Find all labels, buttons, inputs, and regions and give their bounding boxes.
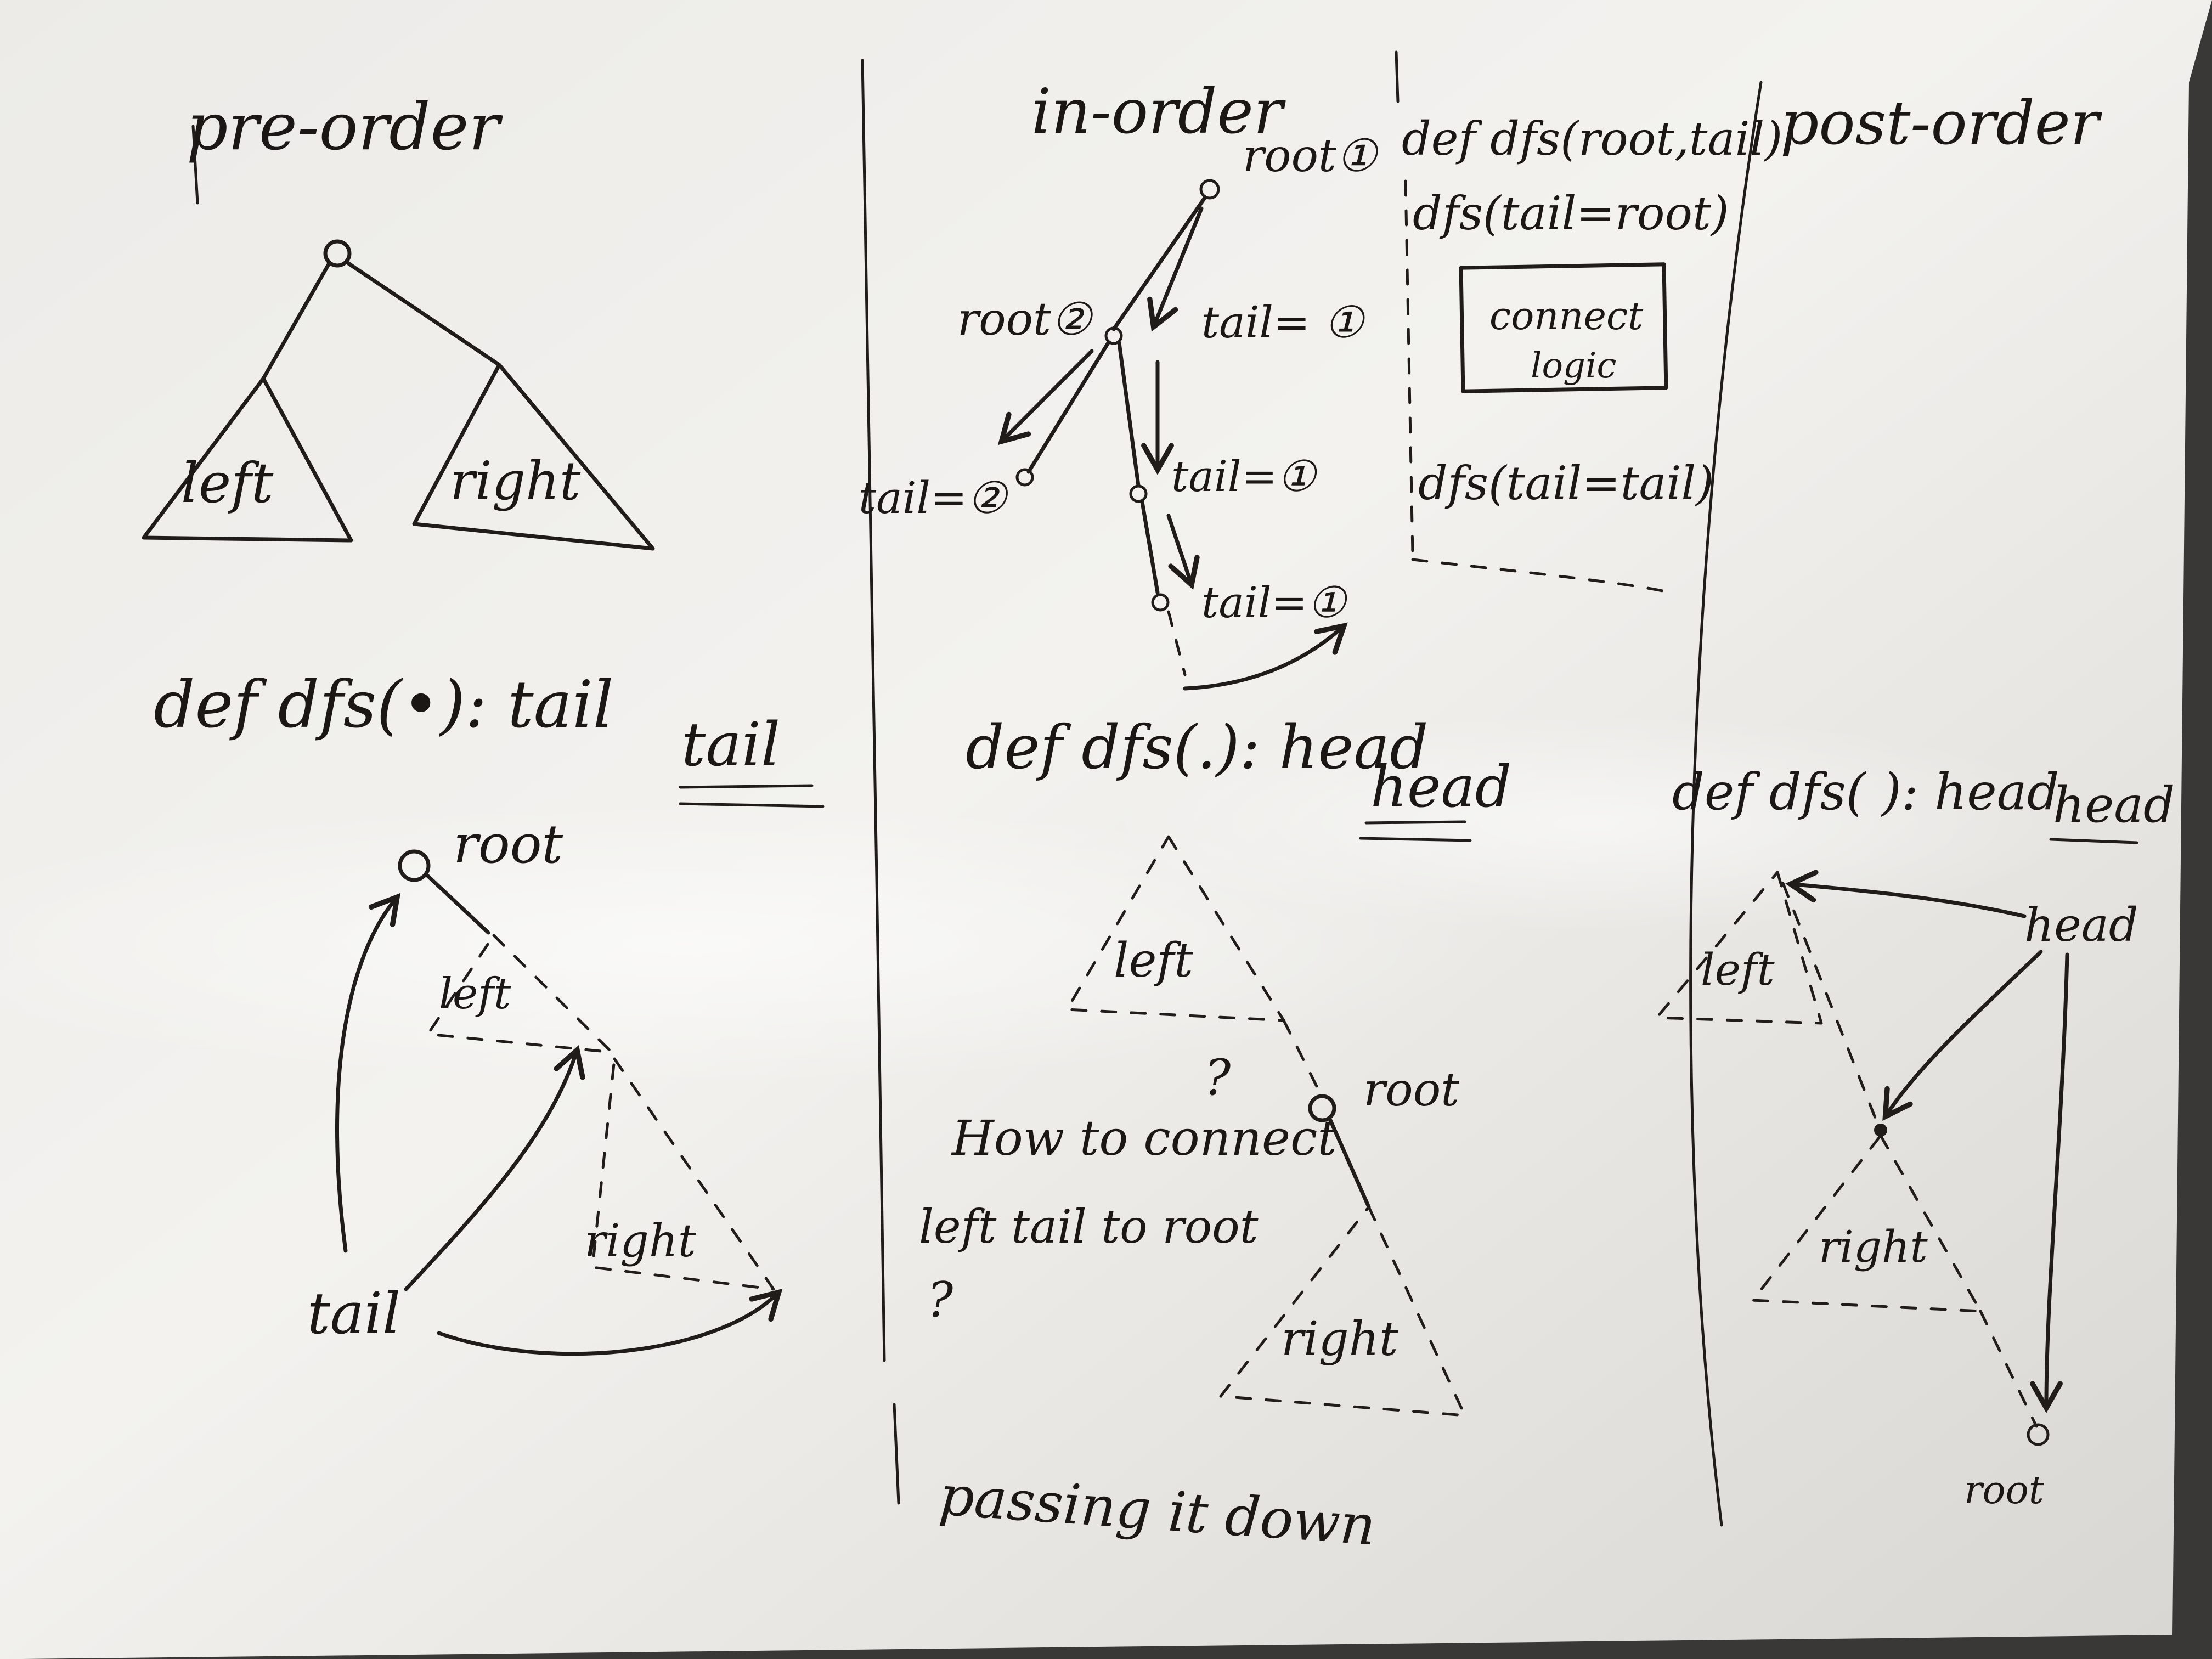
inorder-signature: def dfs(.): head bbox=[966, 712, 1429, 782]
postorder-left-dashed bbox=[1655, 871, 1823, 1025]
tree-root-node bbox=[323, 239, 352, 268]
inorder-underline-2 bbox=[1359, 837, 1472, 842]
inorder-sub-left: left bbox=[1114, 933, 1193, 988]
right-subtree-dashed bbox=[591, 1057, 775, 1291]
code-line2: dfs(tail=root) bbox=[1413, 187, 1729, 240]
edge-root1-root2 bbox=[1111, 196, 1206, 331]
postorder-mid-node bbox=[1874, 1124, 1887, 1137]
return-underline-1 bbox=[679, 784, 814, 789]
postorder-right-dashed bbox=[1751, 1134, 1982, 1313]
inorder-question: ? bbox=[1204, 1049, 1231, 1107]
preorder-sub-left: left bbox=[439, 969, 511, 1019]
glare bbox=[1097, 713, 2085, 933]
root-node bbox=[398, 849, 431, 882]
preorder-return-word: tail bbox=[681, 709, 780, 780]
divider-line-left bbox=[861, 59, 886, 1362]
inorder-tail-eq-2: tail=② bbox=[859, 472, 1009, 523]
postorder-return-word: head bbox=[2053, 776, 2175, 834]
tail-arrow-to-right bbox=[437, 1289, 783, 1356]
left-to-root-dashed bbox=[1781, 882, 1881, 1129]
root-to-left bbox=[425, 873, 490, 935]
preorder-sub-right: right bbox=[584, 1215, 697, 1267]
left-subtree-triangle bbox=[142, 376, 353, 543]
return-dotted bbox=[1167, 610, 1187, 676]
inorder-root-label: root bbox=[1363, 1063, 1459, 1116]
postorder-title: post-order bbox=[1780, 88, 2103, 158]
code-box-line1: connect bbox=[1489, 294, 1644, 338]
postorder-sub-left: left bbox=[1701, 944, 1775, 995]
inorder-underline-1 bbox=[1364, 820, 1466, 825]
node-root1 bbox=[1199, 179, 1220, 200]
inorder-right-dashed bbox=[1219, 1205, 1466, 1417]
inorder-question-line1: How to connect bbox=[951, 1110, 1337, 1166]
title-underline-mark bbox=[191, 125, 199, 205]
tree-edge-right bbox=[345, 260, 501, 367]
inorder-tail-eq-1b: tail=① bbox=[1171, 452, 1318, 501]
preorder-title: pre-order bbox=[187, 89, 503, 165]
node-root2 bbox=[1104, 326, 1123, 345]
inorder-question-2: ? bbox=[927, 1272, 953, 1328]
node-right bbox=[1129, 484, 1148, 503]
divider-line-left-bottom bbox=[893, 1403, 900, 1505]
inorder-sub-right: right bbox=[1281, 1312, 1398, 1367]
postorder-root-node bbox=[2027, 1423, 2050, 1446]
tree-left-label: left bbox=[181, 451, 274, 515]
divider-line-right bbox=[1689, 81, 1763, 1527]
node-bottom bbox=[1151, 593, 1170, 612]
postorder-root-label: root bbox=[1964, 1468, 2045, 1513]
inorder-title: in-order bbox=[1031, 76, 1286, 148]
postorder-sub-right: right bbox=[1819, 1221, 1928, 1272]
head-arrow-to-left bbox=[1785, 870, 2027, 918]
inorder-root2: root② bbox=[957, 294, 1093, 346]
preorder-tail-label: tail bbox=[307, 1280, 400, 1347]
arrow-left-down bbox=[997, 349, 1094, 445]
head-arrow-to-mid bbox=[1882, 950, 2043, 1121]
code-box-line2: logic bbox=[1531, 346, 1616, 386]
postorder-head-label: head bbox=[2024, 898, 2138, 952]
divider-line-top bbox=[1395, 50, 1400, 103]
arrow-down-root1 bbox=[1147, 206, 1204, 332]
code-indent-dashed bbox=[1404, 179, 1414, 556]
inorder-root1: root① bbox=[1243, 130, 1379, 182]
inorder-question-line2: left tail to root bbox=[919, 1200, 1259, 1254]
edge-root2-right bbox=[1117, 341, 1141, 488]
inorder-return-word: head bbox=[1370, 753, 1511, 820]
return-underline-2 bbox=[679, 802, 825, 808]
tail-arrow-to-root bbox=[335, 893, 401, 1253]
node-left-leaf bbox=[1015, 468, 1034, 487]
right-subtree-triangle bbox=[412, 363, 655, 551]
postorder-signature: def dfs( ): head bbox=[1672, 763, 2059, 821]
tree-right-label: right bbox=[450, 450, 581, 512]
arrow-right-down-2 bbox=[1166, 514, 1200, 590]
preorder-signature: def dfs(•): tail bbox=[154, 667, 614, 742]
preorder-root-label: root bbox=[453, 814, 563, 875]
connect-logic-box bbox=[1459, 262, 1668, 393]
edge-right-down bbox=[1140, 500, 1160, 595]
return-arrow bbox=[1183, 622, 1348, 691]
code-line1: def dfs(root,tail) bbox=[1402, 112, 1782, 166]
postorder-underline bbox=[2049, 838, 2138, 844]
code-line3: dfs(tail=tail) bbox=[1418, 456, 1714, 510]
inorder-root-node bbox=[1308, 1094, 1336, 1122]
tree-edge-left bbox=[261, 261, 331, 381]
code-bottom-dashed bbox=[1411, 558, 1667, 593]
tail-arrow-to-left bbox=[404, 1045, 585, 1291]
right-to-root-dashed bbox=[1979, 1310, 2038, 1428]
inorder-left-dashed bbox=[1065, 835, 1285, 1022]
root-to-right bbox=[1328, 1118, 1371, 1209]
head-arrow-to-root bbox=[2030, 952, 2069, 1413]
left-to-root-dashed bbox=[1282, 1019, 1324, 1099]
glare bbox=[0, 801, 1509, 1086]
inorder-tail-eq-1c: tail=① bbox=[1201, 578, 1348, 628]
edge-root2-left bbox=[1026, 341, 1110, 474]
inorder-tail-eq-1a: tail= ① bbox=[1201, 297, 1365, 348]
